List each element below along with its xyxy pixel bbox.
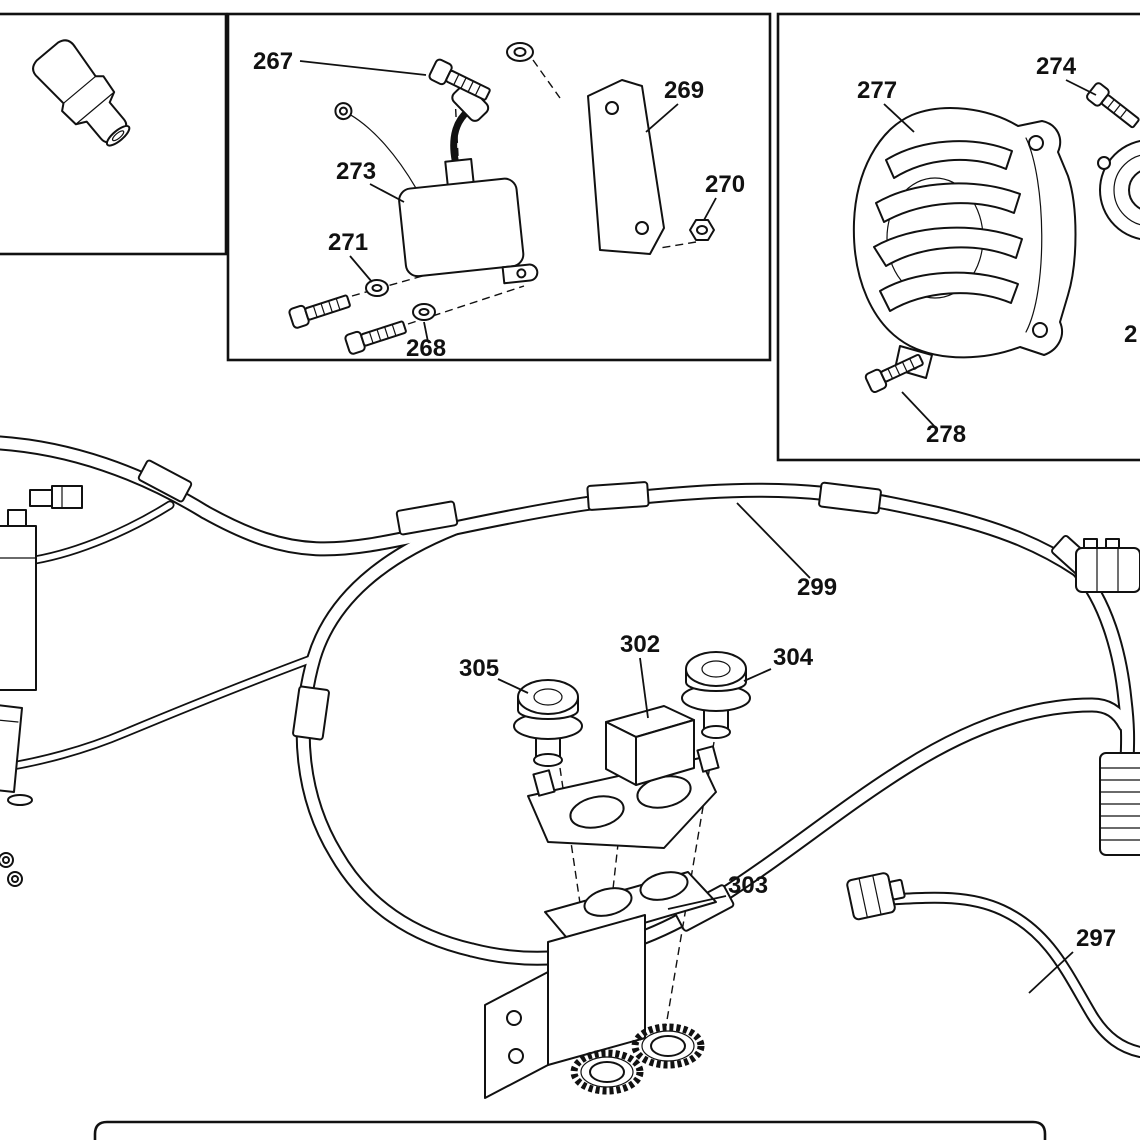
- leader-line: [883, 103, 915, 133]
- bolt: [344, 320, 407, 355]
- leader-line: [901, 391, 937, 429]
- bolt: [864, 353, 924, 394]
- connector: [1075, 538, 1140, 593]
- connector: [1099, 752, 1140, 856]
- part-label-269: 269: [664, 77, 704, 104]
- part-label-274: 274: [1036, 53, 1077, 80]
- part-label-305: 305: [459, 655, 499, 682]
- leader-line: [667, 895, 727, 910]
- washer: [365, 279, 389, 297]
- washer: [412, 303, 436, 321]
- part-label-273: 273: [336, 158, 376, 185]
- rubber-block: [605, 705, 695, 786]
- flywheel-cover-assembly: 277 274 278 2: [852, 53, 1140, 448]
- bearing-cover: [1097, 140, 1140, 240]
- part-label-271: 271: [328, 229, 368, 256]
- leader-line: [1028, 951, 1074, 994]
- nut: [689, 219, 715, 241]
- part-label-278: 278: [926, 421, 966, 448]
- lock-nut: [570, 1049, 644, 1095]
- leader-line: [639, 657, 649, 719]
- panel-bottom-edge: [93, 1120, 1047, 1140]
- bolt: [288, 294, 351, 329]
- leader-line: [423, 321, 429, 343]
- l-bracket: [484, 871, 717, 1099]
- rubber-grommet: [681, 651, 751, 739]
- part-label-270: 270: [705, 171, 745, 198]
- leader-line: [1065, 79, 1097, 96]
- part-label-267: 267: [253, 48, 293, 75]
- lock-nut: [631, 1023, 705, 1069]
- leader-line: [743, 668, 772, 682]
- leader-line: [736, 502, 811, 579]
- wiring-harness: [0, 435, 1136, 966]
- leader-line: [299, 60, 427, 76]
- part-label-277: 277: [857, 77, 897, 104]
- flywheel-cover: [852, 107, 1077, 379]
- bracket-plate: [527, 745, 720, 849]
- leader-line: [349, 255, 373, 283]
- bolt: [428, 58, 491, 101]
- leader-line: [497, 678, 529, 694]
- ignition-coil-assembly: 267 269 273 270 271 268: [253, 42, 745, 362]
- part-label-partial: 2: [1124, 321, 1137, 348]
- cdi-unit: [0, 704, 33, 806]
- ignition-coil: [334, 83, 539, 285]
- leader-line: [703, 197, 717, 221]
- part-label-302: 302: [620, 631, 660, 658]
- part-label-297: 297: [1076, 925, 1116, 952]
- bolt: [1086, 82, 1140, 129]
- cable-assembly: [846, 872, 1140, 1058]
- leader-line: [645, 103, 679, 133]
- connector: [846, 872, 906, 921]
- part-label-299: 299: [797, 574, 837, 601]
- spark-plug-cap: [32, 39, 131, 147]
- battery: [0, 509, 37, 691]
- rubber-grommet: [513, 679, 583, 767]
- leader-line: [369, 183, 405, 203]
- tape-wrap: [137, 459, 1101, 932]
- mounting-plate: [587, 79, 665, 255]
- part-label-303: 303: [728, 872, 768, 899]
- part-label-304: 304: [773, 644, 814, 671]
- connector: [29, 485, 83, 509]
- ring-terminal: [0, 852, 23, 887]
- washer: [506, 42, 534, 62]
- part-label-268: 268: [406, 335, 446, 362]
